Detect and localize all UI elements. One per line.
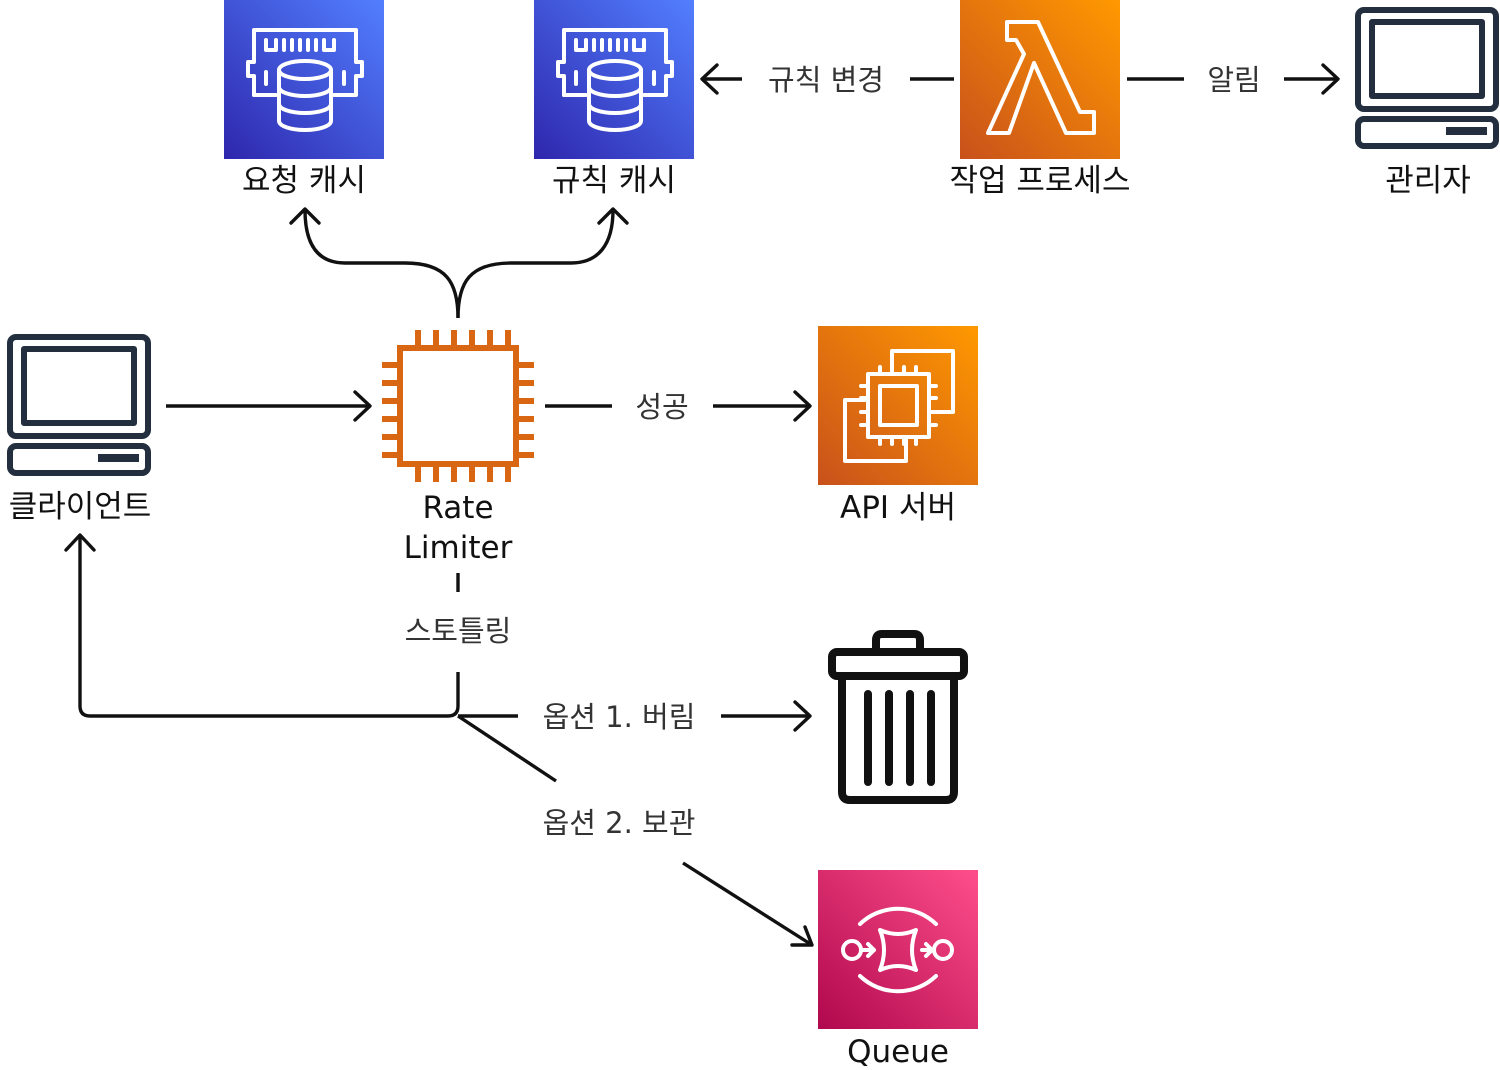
memory-cache-icon [556, 28, 674, 132]
edge-option-keep: 옵션 2. 보관 [457, 714, 814, 947]
computer-icon [1355, 7, 1499, 149]
node-worker: 작업 프로세스 [950, 0, 1131, 199]
api-server-label: API 서버 [840, 490, 956, 526]
node-admin: 관리자 [1355, 7, 1499, 199]
processor-chip-icon [382, 330, 534, 482]
admin-label: 관리자 [1385, 163, 1471, 199]
computer-icon [7, 334, 151, 476]
edge-notify: 알림 [1127, 63, 1340, 97]
edge-label-notify: 알림 [1207, 63, 1260, 97]
rule-cache-label: 규칙 캐시 [552, 163, 676, 199]
node-queue: Queue [818, 870, 978, 1070]
edge-rule-change: 규칙 변경 [700, 63, 954, 97]
edge-label-option-drop: 옵션 1. 버림 [543, 700, 696, 734]
request-cache-label: 요청 캐시 [242, 163, 366, 199]
edge-label-throttling: 스토틀링 [405, 614, 512, 648]
queue-icon [841, 906, 954, 994]
client-label: 클라이언트 [9, 489, 152, 525]
node-rule-cache: 규칙 캐시 [534, 0, 694, 199]
rate-limiter-label-line1: Rate [422, 490, 493, 526]
edge-client-to-limiter [166, 390, 372, 422]
edge-success: 성공 [545, 390, 812, 424]
memory-cache-icon [246, 28, 364, 132]
rate-limiter-label-line2: Limiter [404, 530, 513, 566]
edge-limiter-to-caches [289, 207, 629, 319]
trash-icon [828, 630, 968, 804]
queue-label: Queue [847, 1034, 949, 1070]
ec2-instances-icon [843, 349, 955, 463]
node-api-server: API 서버 [818, 326, 978, 526]
edge-label-success: 성공 [635, 390, 688, 424]
edge-throttling: 스토틀링 [64, 533, 512, 718]
edge-option-drop: 옵션 1. 버림 [458, 700, 812, 734]
worker-label: 작업 프로세스 [950, 163, 1131, 199]
node-rate-limiter: Rate Limiter [382, 330, 534, 566]
node-request-cache: 요청 캐시 [224, 0, 384, 199]
edge-label-rule-change: 규칙 변경 [768, 63, 884, 97]
lambda-icon [986, 20, 1096, 135]
edge-label-option-keep: 옵션 2. 보관 [543, 806, 696, 840]
node-client: 클라이언트 [7, 334, 152, 525]
